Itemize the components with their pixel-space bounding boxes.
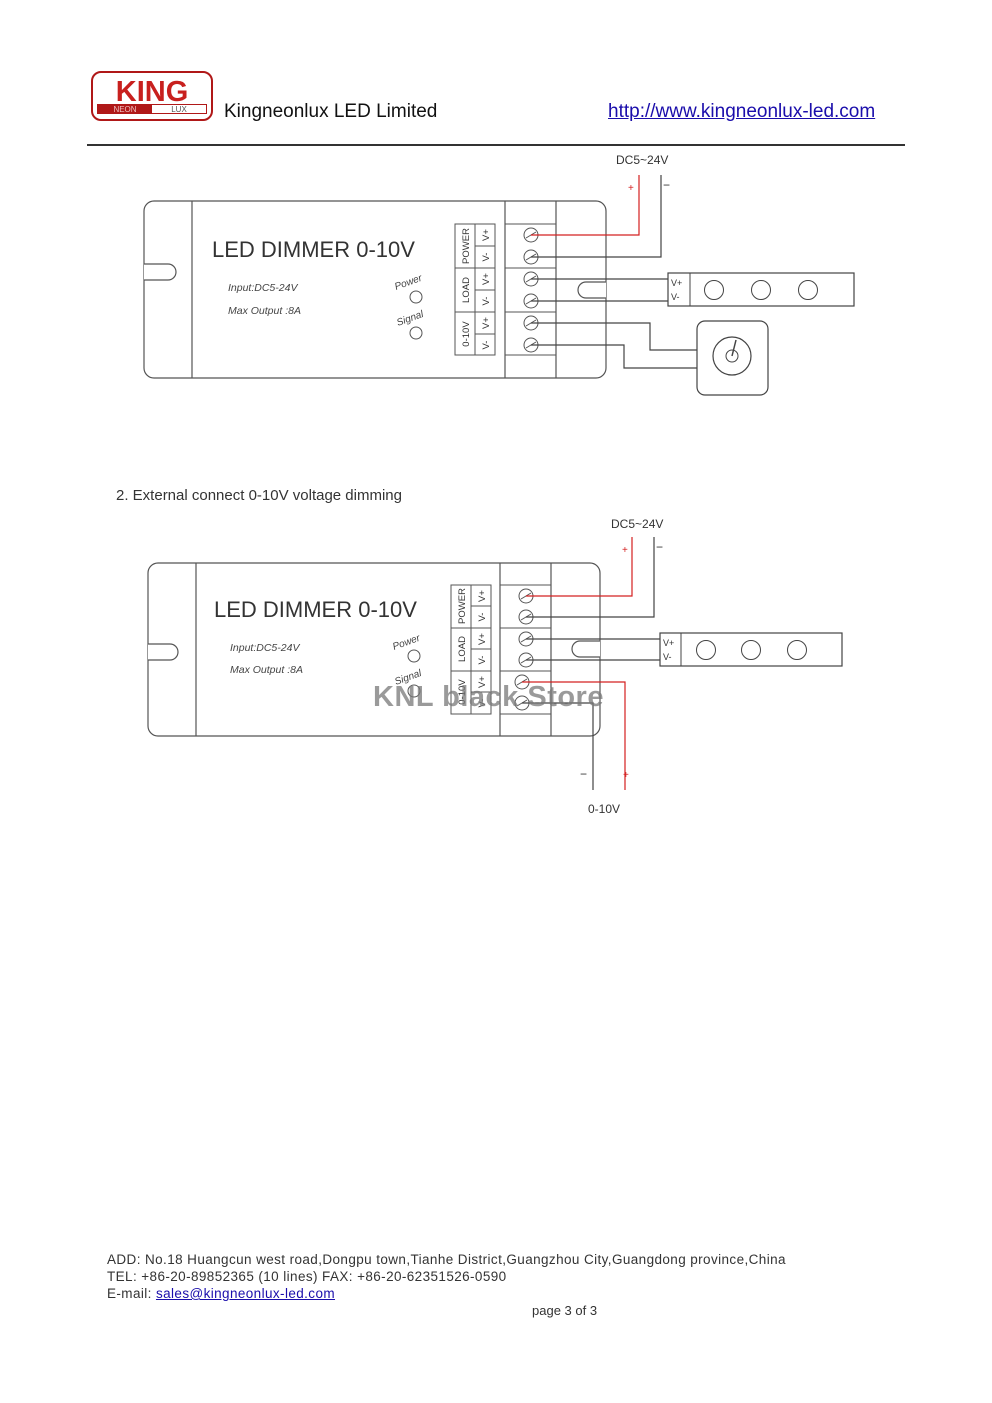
page-number: page 3 of 3 — [532, 1303, 598, 1318]
logo-sub-right: LUX — [171, 105, 187, 114]
logo-brand: KING — [116, 76, 189, 108]
strip-vplus: V+ — [663, 638, 674, 648]
dimmer-title: LED DIMMER 0-10V — [214, 597, 417, 622]
logo-sub-left: NEON — [113, 105, 136, 114]
led-strip: V+ V- — [667, 272, 855, 307]
power-led — [407, 649, 421, 663]
supply-label: DC5~24V — [611, 517, 663, 531]
dimmer-input-spec: Input:DC5-24V — [230, 642, 300, 654]
pin-label: V+ — [481, 317, 492, 329]
pin-label: V- — [481, 297, 492, 306]
pin-label: V- — [477, 699, 488, 708]
potentiometer-knob — [696, 320, 769, 396]
supply-minus: − — [663, 178, 670, 192]
wire-power-minus — [526, 537, 655, 618]
terminal-label-block: POWER LOAD 0-10V V+ V- V+ V- V+ V- — [450, 584, 492, 715]
pin-label: V- — [477, 656, 488, 665]
supply-plus: + — [628, 183, 634, 194]
pin-label: V- — [481, 341, 492, 350]
pin-label: V+ — [477, 676, 488, 688]
group-power: POWER — [461, 228, 472, 264]
email-link[interactable]: sales@kingneonlux-led.com — [155, 1286, 336, 1301]
group-load: LOAD — [457, 636, 468, 662]
pin-label: V+ — [477, 633, 488, 645]
group-0-10v: 0-10V — [457, 679, 468, 705]
wire-0-10v-minus — [522, 702, 594, 790]
power-led — [409, 290, 423, 304]
email-label: E-mail: — [107, 1286, 156, 1301]
supply-minus: − — [656, 540, 663, 554]
group-power: POWER — [457, 588, 468, 624]
footer-address: ADD: No.18 Huangcun west road,Dongpu tow… — [107, 1252, 786, 1267]
wire-power-minus — [531, 175, 662, 258]
wire-0-10v-plus — [522, 681, 626, 790]
company-logo: KING NEON LUX — [91, 71, 213, 121]
watermark: KNL black Store — [373, 681, 604, 713]
footer-email-line: E-mail: sales@kingneonlux-led.com — [107, 1286, 335, 1301]
ext-minus: − — [580, 767, 587, 781]
dimmer-input-spec: Input:DC5-24V — [228, 282, 298, 294]
strip-vminus: V- — [671, 292, 680, 302]
supply-plus: + — [622, 545, 628, 556]
wiring-diagram-1: DC5~24V + − LED DIMMER 0-10V Input:DC5-2… — [143, 153, 855, 396]
ext-signal-label: 0-10V — [588, 802, 620, 816]
signal-led — [407, 684, 421, 698]
pin-label: V+ — [481, 229, 492, 241]
website-link[interactable]: http://www.kingneonlux-led.com — [608, 101, 876, 122]
dimmer-title: LED DIMMER 0-10V — [212, 237, 415, 262]
pin-label: V- — [477, 613, 488, 622]
footer-tel-fax: TEL: +86-20-89852365 (10 lines) FAX: +86… — [107, 1269, 507, 1284]
section-heading: 2. External connect 0-10V voltage dimmin… — [116, 487, 402, 504]
group-0-10v: 0-10V — [461, 321, 472, 347]
signal-led — [409, 326, 423, 340]
wire-power-plus — [531, 175, 640, 236]
ext-plus: + — [623, 770, 629, 781]
pin-label: V+ — [481, 273, 492, 285]
pin-label: V- — [481, 253, 492, 262]
led-strip: V+ V- — [659, 632, 843, 667]
strip-vplus: V+ — [671, 278, 682, 288]
dimmer-max-output: Max Output :8A — [230, 664, 303, 676]
dimmer-max-output: Max Output :8A — [228, 305, 301, 317]
supply-label: DC5~24V — [616, 153, 668, 167]
header-divider — [87, 144, 905, 146]
dimmer-housing — [143, 200, 607, 379]
strip-vminus: V- — [663, 652, 672, 662]
pin-label: V+ — [477, 590, 488, 602]
wiring-diagram-2: DC5~24V + − LED DIMMER 0-10V Input:DC5-2… — [147, 517, 843, 816]
wire-power-plus — [526, 537, 633, 597]
terminal-label-block: POWER LOAD 0-10V V+ V- V+ V- V+ V- — [454, 223, 496, 356]
company-name: Kingneonlux LED Limited — [224, 101, 438, 122]
group-load: LOAD — [461, 277, 472, 303]
